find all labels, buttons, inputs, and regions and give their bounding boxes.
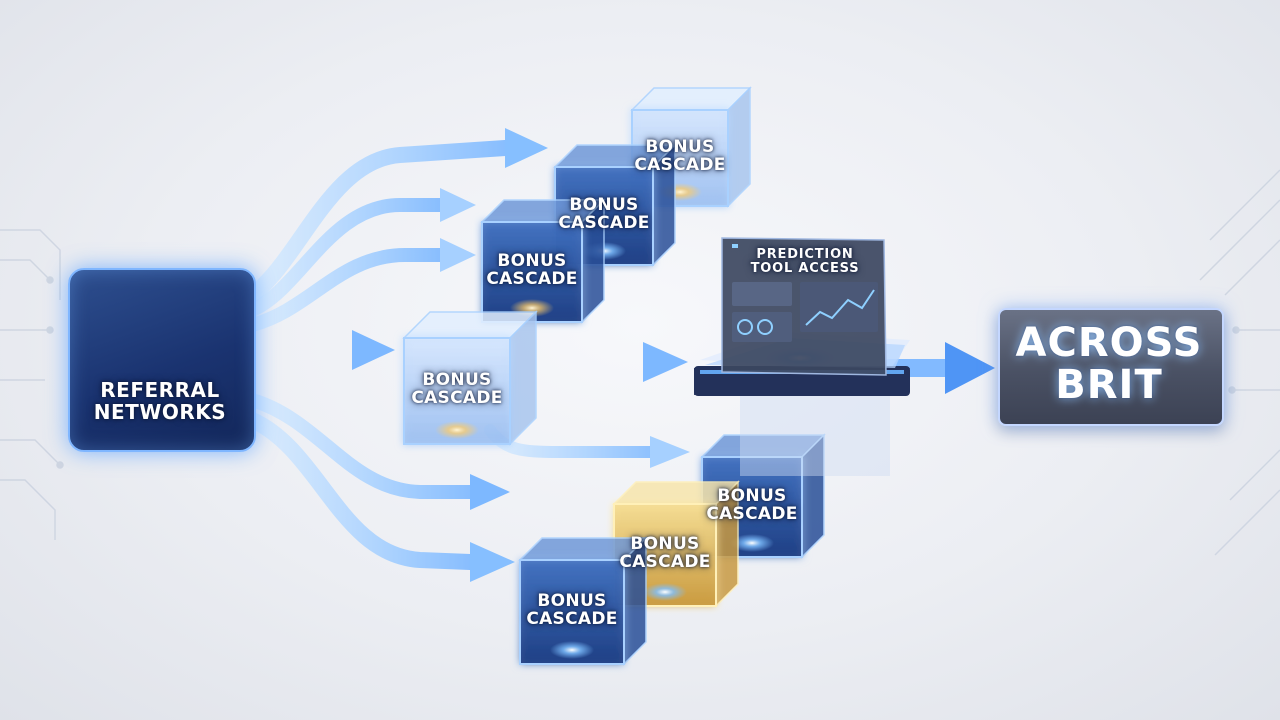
referral-networks-node [68, 268, 256, 452]
circuit-lines-right [1199, 169, 1280, 556]
circuit-lines-left [0, 229, 64, 540]
arrowhead-5 [643, 342, 688, 382]
bonus-cascade-cube [480, 198, 606, 324]
arrowhead-1 [505, 128, 548, 168]
arrow-to-cube-lower [245, 393, 477, 499]
bonus-cascade-label-line: BONUS [630, 534, 700, 554]
bonus-cascade-label-line: CASCADE [634, 155, 726, 176]
bonus-cascade-label-line: CASCADE [706, 504, 798, 525]
dashboard-screen-icon [721, 237, 887, 376]
bonus-cascade-label-line: CASCADE [558, 213, 650, 234]
arrowhead-6 [650, 436, 690, 468]
across-label-line-1: ACROSS [1015, 320, 1203, 366]
flow-arrows [244, 128, 995, 582]
bonus-cascade-label-line: BONUS [569, 195, 639, 215]
prediction-label-line-2: TOOL ACCESS [750, 261, 860, 277]
bonus-cascade-cube [402, 310, 538, 446]
prediction-tool-access-label: PREDICTION TOOL ACCESS [724, 247, 886, 277]
across-brit-node [998, 308, 1224, 426]
arrow-to-cube-3b [245, 248, 447, 332]
referral-label-line-1: REFERRAL [100, 378, 220, 402]
bonus-cascade-label-line: BONUS [537, 591, 607, 611]
arrow-to-cube-7 [244, 412, 478, 570]
bonus-cascade-label-line: CASCADE [619, 552, 711, 573]
across-brit-label: ACROSS BRIT [998, 322, 1220, 406]
bonus-cascade-label-line: BONUS [422, 370, 492, 390]
bonus-cascade-label-line: CASCADE [526, 609, 618, 630]
arrowhead-3 [440, 238, 476, 272]
arrowhead-2 [440, 188, 476, 222]
arrow-to-cube-3a [245, 198, 447, 317]
arrowhead-9 [945, 342, 995, 394]
across-label-line-2: BRIT [1055, 362, 1163, 408]
referral-label-line-2: NETWORKS [93, 399, 227, 424]
bonus-cascade-label-line: BONUS [717, 486, 787, 506]
arrowhead-4 [352, 330, 395, 370]
bonus-cascade-label-line: CASCADE [411, 388, 503, 409]
bonus-cascade-label-line: CASCADE [486, 269, 578, 290]
arrow-to-cube-1 [244, 140, 513, 303]
bonus-cascade-label-line: BONUS [645, 137, 715, 157]
bonus-cascade-cube [518, 536, 648, 666]
prediction-label-line-1: PREDICTION [756, 247, 854, 262]
arrowhead-8 [470, 542, 515, 582]
bonus-cascade-label-line: BONUS [497, 251, 567, 271]
arrowhead-7 [470, 474, 510, 510]
referral-networks-label: REFERRAL NETWORKS [68, 378, 252, 424]
